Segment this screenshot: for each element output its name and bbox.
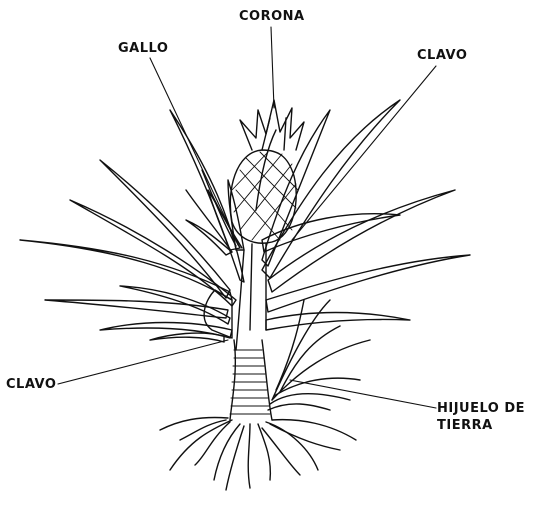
left-leaves <box>20 110 244 342</box>
leader-corona <box>271 27 274 108</box>
label-clavo-left: CLAVO <box>6 376 56 393</box>
label-clavo-top: CLAVO <box>417 47 467 64</box>
label-hijuelo-line1: HIJUELO DE <box>437 400 525 417</box>
crown <box>240 100 304 150</box>
trunk <box>230 340 272 420</box>
label-corona: CORONA <box>239 8 305 25</box>
leader-lines <box>58 27 436 408</box>
label-hijuelo-line2: TIERRA <box>437 417 525 434</box>
label-gallo: GALLO <box>118 40 168 57</box>
right-leaves <box>256 100 470 330</box>
label-hijuelo-de-tierra: HIJUELO DE TIERRA <box>437 400 525 434</box>
leader-clavo-left <box>58 340 228 384</box>
roots <box>160 418 356 491</box>
